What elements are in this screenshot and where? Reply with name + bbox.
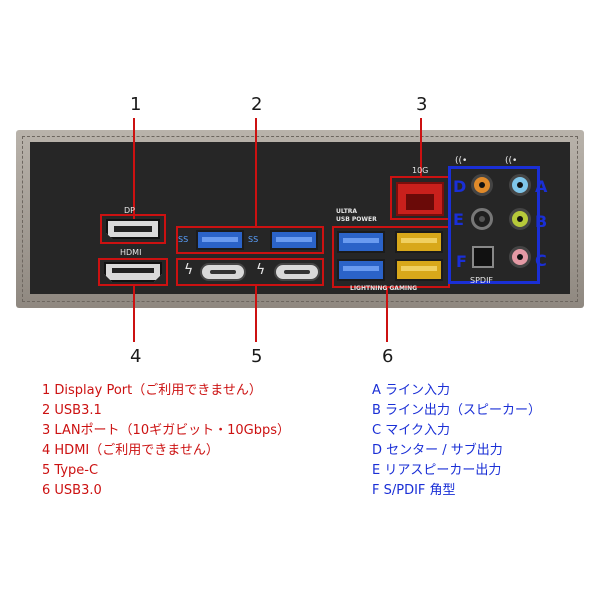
legend-item-b: B ライン出力（スピーカー） bbox=[372, 403, 542, 418]
ultra-usb-power-label: ULTRA USB POWER bbox=[336, 208, 377, 223]
lightning-gaming-label: LIGHTNING GAMING bbox=[350, 285, 418, 292]
usb30-port-3 bbox=[395, 231, 443, 253]
dp-port-slot bbox=[114, 226, 152, 232]
leader-line-2 bbox=[255, 118, 257, 228]
leader-line-1 bbox=[133, 118, 135, 224]
hdmi-label: HDMI bbox=[120, 248, 142, 257]
dp-label: DP bbox=[124, 206, 135, 215]
hdmi-port-slot bbox=[112, 268, 154, 273]
audio-letter-a: A bbox=[535, 177, 548, 196]
lightning-icon: ϟ bbox=[184, 262, 194, 278]
callout-4: 4 bbox=[130, 346, 142, 367]
legend-item-4: 4 HDMI（ご利用できません） bbox=[42, 443, 219, 458]
callout-6: 6 bbox=[382, 346, 394, 367]
audio-letter-d: D bbox=[453, 177, 467, 196]
usb31-port-1 bbox=[196, 230, 244, 250]
legend-item-2: 2 USB3.1 bbox=[42, 403, 102, 418]
audio-letter-b: B bbox=[535, 212, 548, 231]
legend-item-1: 1 Display Port（ご利用できません） bbox=[42, 383, 262, 398]
usb31-highlight bbox=[176, 226, 324, 254]
legend-item-e: E リアスピーカー出力 bbox=[372, 463, 502, 478]
audio-letter-e: E bbox=[453, 210, 464, 229]
leader-line-5 bbox=[255, 286, 257, 342]
callout-2: 2 bbox=[251, 94, 263, 115]
usb-ss-icon: SS bbox=[248, 235, 259, 244]
io-plate-edge bbox=[22, 136, 578, 302]
jack-center-sub bbox=[471, 174, 493, 196]
audio-icon: ((• bbox=[455, 156, 468, 166]
callout-5: 5 bbox=[251, 346, 263, 367]
hdmi-highlight bbox=[98, 258, 168, 286]
legend-item-d: D センター / サブ出力 bbox=[372, 443, 503, 458]
lan-port bbox=[396, 182, 444, 216]
jack-rear-speaker bbox=[471, 208, 493, 230]
jack-line-in bbox=[509, 174, 531, 196]
typec-highlight bbox=[176, 258, 324, 286]
usb30-port-2 bbox=[337, 259, 385, 281]
legend-item-f: F S/PDIF 角型 bbox=[372, 483, 456, 498]
dp-highlight bbox=[100, 214, 166, 244]
spdif-label: SPDIF bbox=[470, 276, 494, 285]
lan-port-opening bbox=[406, 194, 434, 210]
leader-line-6 bbox=[386, 288, 388, 342]
legend-item-3: 3 LANポート（10ギガビット・10Gbps） bbox=[42, 423, 290, 438]
spdif-port bbox=[472, 246, 494, 268]
usb30-port-1 bbox=[337, 231, 385, 253]
audio-highlight bbox=[448, 166, 540, 284]
audio-letter-f: F bbox=[456, 252, 467, 271]
legend-item-c: C マイク入力 bbox=[372, 423, 450, 438]
leader-line-4 bbox=[133, 286, 135, 342]
usb30-port-4 bbox=[395, 259, 443, 281]
typec-port-1 bbox=[200, 263, 246, 281]
legend-item-5: 5 Type-C bbox=[42, 463, 99, 478]
usb-ss-icon: SS bbox=[178, 235, 189, 244]
usb31-port-2 bbox=[270, 230, 318, 250]
audio-letter-c: C bbox=[535, 251, 547, 270]
jack-line-out bbox=[509, 208, 531, 230]
audio-icon: ((• bbox=[505, 156, 518, 166]
typec-port-2 bbox=[274, 263, 320, 281]
legend-item-6: 6 USB3.0 bbox=[42, 483, 102, 498]
lightning-icon: ϟ bbox=[256, 262, 266, 278]
jack-mic-in bbox=[509, 246, 531, 268]
callout-1: 1 bbox=[130, 94, 142, 115]
callout-3: 3 bbox=[416, 94, 428, 115]
legend-item-a: A ライン入力 bbox=[372, 383, 451, 398]
lan-speed-label: 10G bbox=[412, 166, 429, 175]
leader-line-3 bbox=[420, 118, 422, 176]
